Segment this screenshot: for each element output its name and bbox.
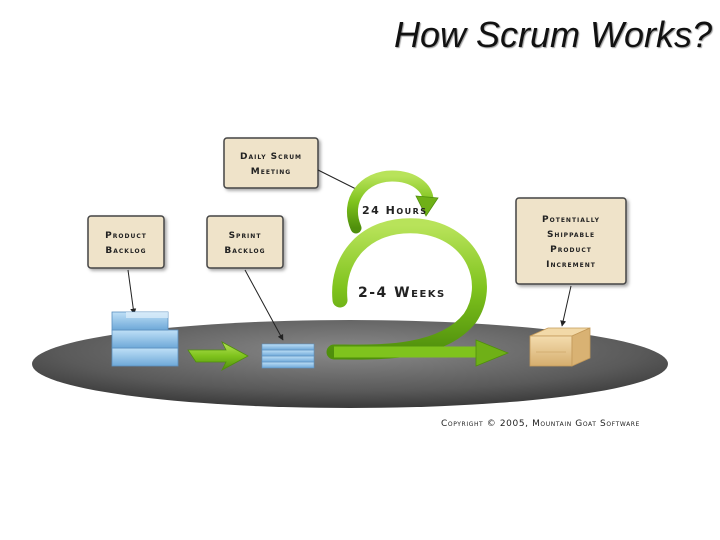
increment-box [515, 197, 627, 285]
sprint-backlog-line-2: Backlog [224, 246, 265, 256]
product-backlog-line-1: Product [105, 231, 147, 241]
product-backlog-box [87, 215, 165, 269]
sprint-cycle-label: 2-4 Weeks [358, 285, 446, 301]
sprint-backlog-box [206, 215, 284, 269]
increment-line-2: Shippable [547, 230, 595, 240]
product-backlog-stack [111, 311, 179, 367]
product-backlog-line-2: Backlog [105, 246, 146, 256]
daily-cycle-arrowhead [415, 195, 439, 217]
sprint-backlog-line-1: Sprint [229, 231, 262, 241]
slide-title: How Scrum Works? [393, 14, 712, 55]
sprint-backlog-leader [244, 269, 284, 341]
daily-cycle-label: 24 Hours [362, 204, 428, 217]
copyright-notice: Copyright © 2005, Mountain Goat Software [441, 419, 640, 429]
daily-scrum-line-1: Daily Scrum [240, 152, 302, 162]
daily-scrum-line-2: Meeting [251, 167, 291, 177]
sprint-backlog-stack [261, 343, 315, 369]
platform-disc [32, 320, 668, 408]
daily-scrum-box [223, 137, 319, 189]
increment-leader [560, 285, 572, 327]
increment-line-4: Increment [546, 260, 596, 270]
daily-cycle-loop [346, 170, 434, 234]
increment-line-3: Product [550, 245, 592, 255]
product-backlog-leader [127, 269, 137, 315]
backlog-to-sprint-arrow [187, 341, 249, 371]
increment-carton [529, 327, 591, 367]
increment-line-1: Potentially [542, 215, 600, 225]
sprint-cycle-arrowhead [475, 339, 510, 367]
